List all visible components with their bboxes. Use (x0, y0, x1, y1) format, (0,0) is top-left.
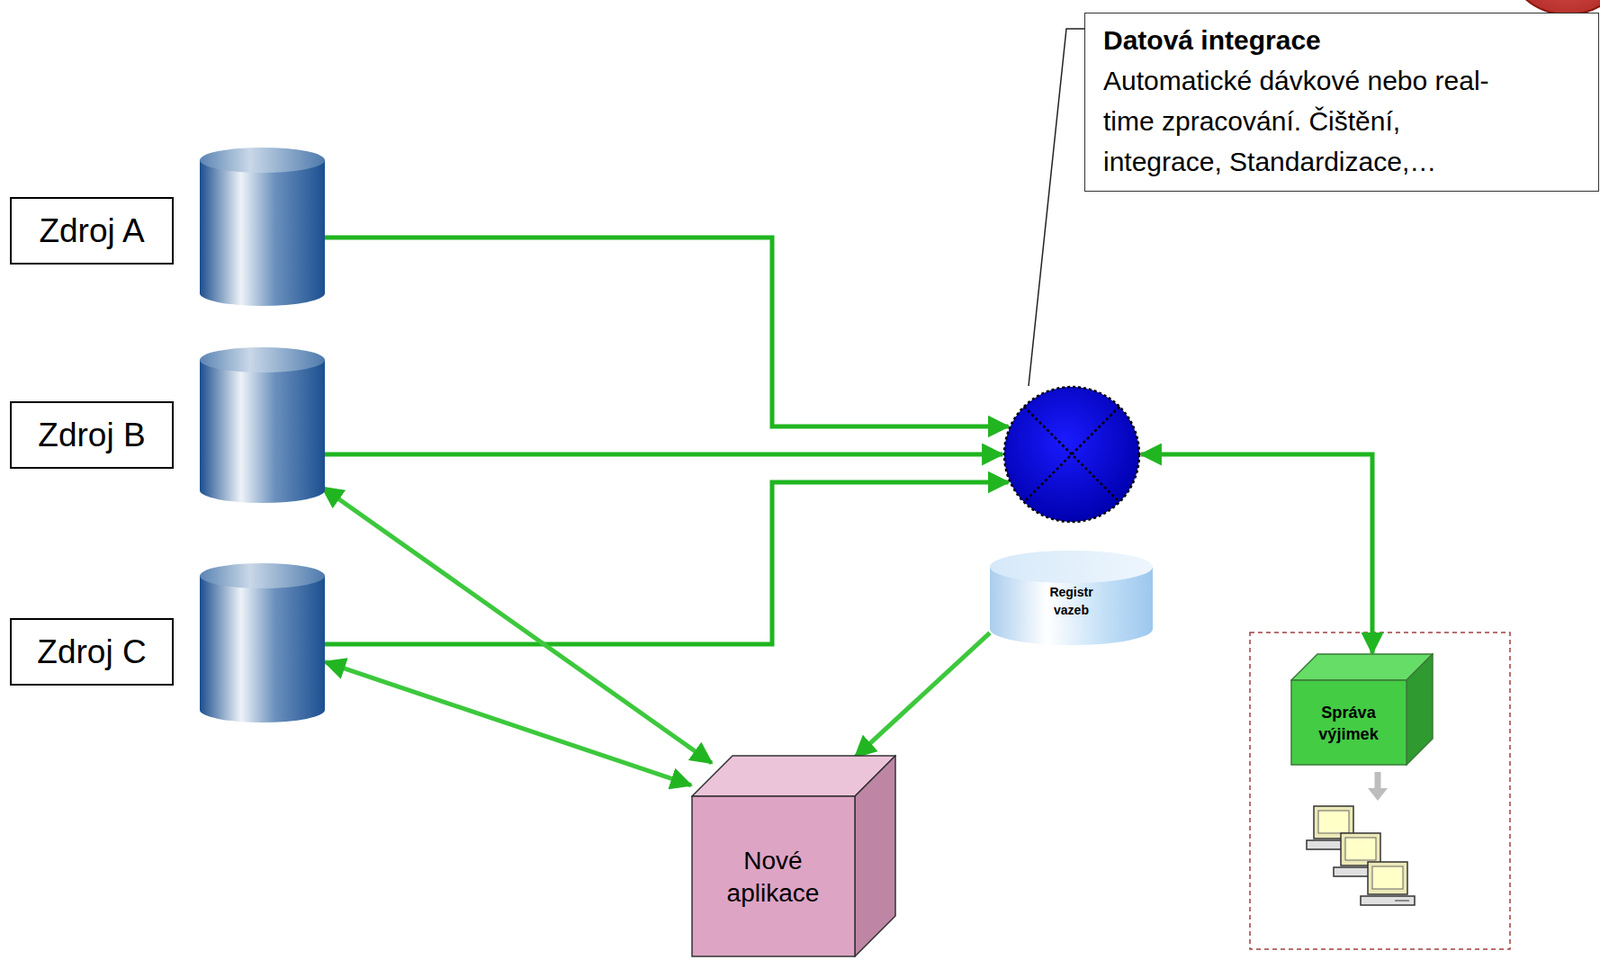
source-database: Zdroj A (199, 147, 325, 306)
box-text: Nové aplikace (691, 844, 855, 910)
connector-arrow (324, 237, 1009, 427)
source-label: Zdroj A (9, 197, 174, 265)
registry-text: Registr vazeb (1040, 583, 1104, 620)
registry-label: Registr vazeb (989, 566, 1153, 635)
connector-arrow (324, 662, 692, 786)
cube-face: Nové aplikace (691, 796, 855, 958)
box-text: Správa výjimek (1290, 701, 1407, 746)
source-database: Zdroj B (199, 347, 325, 504)
hub-circle (1002, 385, 1142, 524)
source-label: Zdroj B (9, 401, 174, 469)
connector-arrow (1141, 454, 1373, 654)
callout-body: Automatické dávkové nebo real-time zprac… (1103, 60, 1518, 182)
computer-icons (1306, 806, 1415, 906)
cylinder-shape (199, 147, 325, 306)
leader-line (1028, 28, 1085, 387)
exception-box: Správa výjimek (1290, 653, 1434, 766)
group-outline (1249, 632, 1511, 950)
cylinder-shape (199, 563, 325, 723)
down-arrow (1367, 772, 1388, 801)
callout-box: Datová integraceAutomatické dávkové nebo… (1084, 12, 1600, 192)
cube-face: Správa výjimek (1290, 680, 1407, 766)
source-database: Zdroj C (199, 563, 325, 723)
connector-arrow (854, 632, 990, 757)
cylinder-shape (199, 347, 325, 504)
connector-arrow (322, 487, 712, 764)
registry-database: Registr vazeb (989, 550, 1153, 646)
application-box: Nové aplikace (691, 755, 897, 958)
callout-heading: Datová integrace (1103, 20, 1583, 61)
integration-hub: Datová integraceAutomatické dávkové nebo… (1002, 385, 1142, 524)
connector-arrow (324, 452, 1003, 458)
source-label: Zdroj C (9, 618, 174, 686)
